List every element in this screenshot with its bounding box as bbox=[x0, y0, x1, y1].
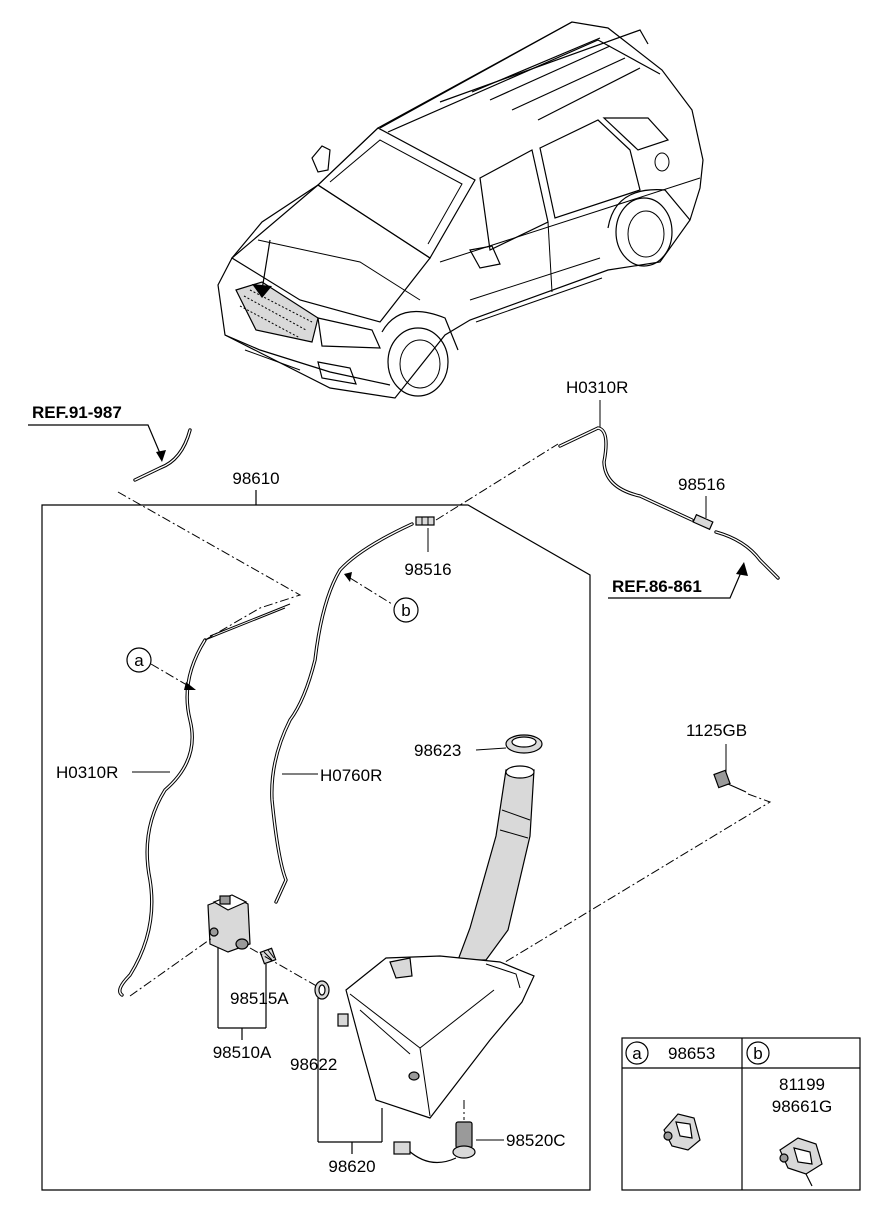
label-h0310r-top: H0310R bbox=[566, 378, 628, 397]
label-98515a: 98515A bbox=[230, 989, 289, 1008]
legend-b-letter: b bbox=[753, 1044, 762, 1063]
sensor-98520c bbox=[452, 1121, 476, 1159]
callout-a-circle bbox=[126, 647, 152, 673]
callout-a: a bbox=[134, 651, 144, 670]
legend-a-letter: a bbox=[632, 1044, 642, 1063]
label-98510a: 98510A bbox=[213, 1043, 272, 1062]
label-98516-right: 98516 bbox=[678, 475, 725, 494]
ref-86-861: REF.86-861 bbox=[612, 577, 702, 596]
label-98623: 98623 bbox=[414, 741, 461, 760]
grommet-98622 bbox=[314, 980, 330, 1000]
bolt-1125gb bbox=[713, 769, 747, 793]
callout-b: b bbox=[401, 601, 410, 620]
assembly-frame bbox=[41, 504, 591, 1191]
label-98520c: 98520C bbox=[506, 1131, 566, 1150]
ref-91-987: REF.91-987 bbox=[32, 403, 122, 422]
connector-98516-right bbox=[692, 513, 714, 531]
legend-b-part-2: 98661G bbox=[772, 1097, 833, 1116]
legend-a-part: 98653 bbox=[668, 1044, 715, 1063]
clip-98653 bbox=[663, 1113, 701, 1151]
label-1125gb: 1125GB bbox=[686, 721, 747, 740]
legend-table: a 98653 b 81199 98661G bbox=[621, 1037, 861, 1191]
pump-98510a bbox=[207, 894, 251, 953]
label-98622: 98622 bbox=[290, 1055, 337, 1074]
label-h0310r-left: H0310R bbox=[56, 763, 118, 782]
connector-98516-center bbox=[415, 516, 435, 526]
label-h0760r: H0760R bbox=[320, 766, 382, 785]
callout-b-circle bbox=[393, 597, 419, 623]
legend-b-part-1: 81199 bbox=[779, 1075, 825, 1094]
cap-98623 bbox=[505, 734, 543, 754]
sensor-connector bbox=[393, 1141, 411, 1155]
label-98610: 98610 bbox=[232, 469, 279, 488]
vehicle-illustration bbox=[217, 21, 704, 399]
filter-98515a bbox=[259, 947, 277, 965]
label-98516-center: 98516 bbox=[404, 560, 451, 579]
clip-98661g bbox=[779, 1137, 823, 1187]
label-98620: 98620 bbox=[328, 1157, 375, 1176]
reservoir-98620 bbox=[337, 765, 535, 1119]
